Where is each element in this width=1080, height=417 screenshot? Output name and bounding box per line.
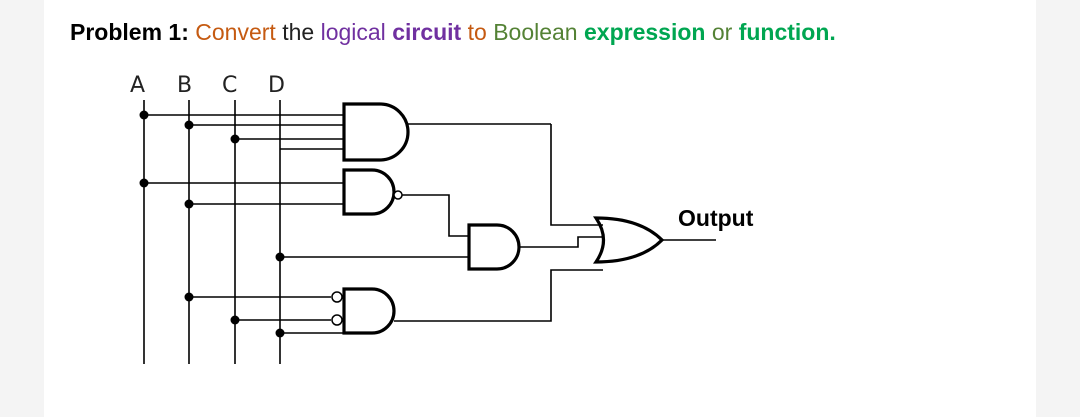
junction-dot <box>275 328 285 338</box>
junction-dot <box>230 134 240 144</box>
junction-dot <box>275 252 285 262</box>
inversion-bubble <box>393 190 403 200</box>
junction-dot <box>184 120 194 130</box>
wire-g1-to-or <box>550 124 603 226</box>
junction-dot <box>184 199 194 209</box>
problem-statement: Problem 1: Convert the logical circuit t… <box>70 18 836 46</box>
problem-word: Boolean <box>493 19 578 45</box>
problem-word: the <box>282 19 315 45</box>
or-gate-output <box>592 216 665 264</box>
problem-word: or <box>711 19 733 45</box>
input-label-c: C <box>222 73 237 98</box>
inversion-bubble <box>331 291 343 303</box>
wire-g4-to-or <box>394 269 603 322</box>
problem-word: circuit <box>392 19 462 45</box>
input-label-a: A <box>130 73 145 98</box>
wire-g3-to-or <box>519 236 603 248</box>
junction-dot <box>139 178 149 188</box>
problem-text: Convert the logical circuit to Boolean e… <box>195 19 836 45</box>
problem-word: function. <box>738 19 836 45</box>
problem-label: Problem 1: <box>70 19 189 45</box>
document-page: Problem 1: Convert the logical circuit t… <box>44 0 1036 417</box>
input-wires <box>144 114 469 334</box>
nand-gate-2 <box>342 168 396 216</box>
and-gate-4 <box>342 287 396 335</box>
input-label-d: D <box>268 73 285 98</box>
problem-word: logical <box>320 19 386 45</box>
junction-dot <box>230 315 240 325</box>
input-label-b: B <box>177 73 192 98</box>
problem-word: expression <box>584 19 706 45</box>
junction-dot <box>184 292 194 302</box>
problem-word: to <box>467 19 487 45</box>
junction-dot <box>139 110 149 120</box>
problem-word: Convert <box>195 19 276 45</box>
junction-dots <box>139 110 285 338</box>
output-label: Output <box>678 205 754 231</box>
and-gate-1 <box>342 102 410 162</box>
wire-g2-to-g3 <box>402 194 469 237</box>
inversion-bubble <box>331 314 343 326</box>
and-gate-3 <box>467 223 521 271</box>
